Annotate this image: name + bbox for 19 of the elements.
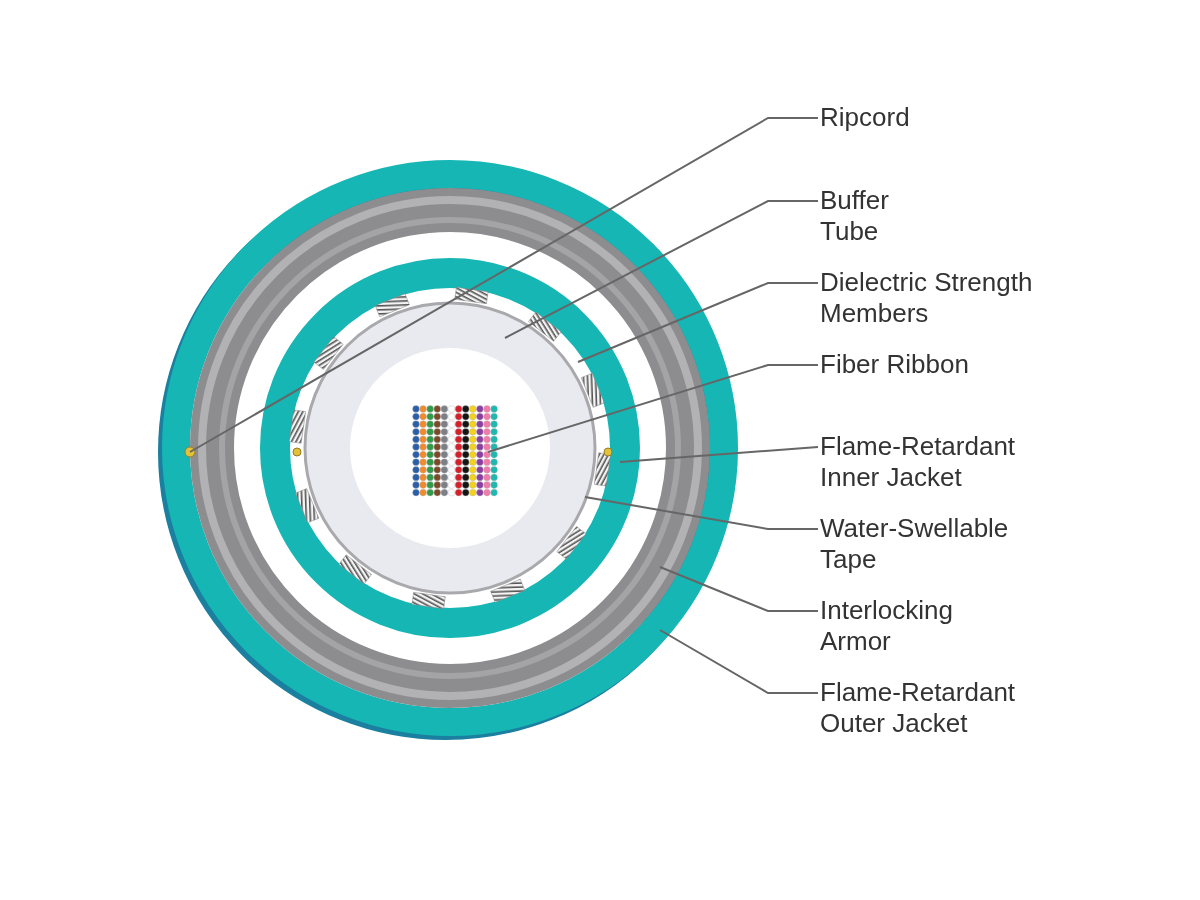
leader-line (584, 496, 819, 530)
part-label: Ripcord (820, 102, 1020, 133)
part-label: Flame-Retardant Outer Jacket (820, 677, 1060, 739)
inner-jacket-ring (260, 258, 640, 638)
armor-ring (190, 188, 710, 708)
leader-line (577, 282, 819, 363)
leader-line (487, 364, 819, 453)
leader-line (189, 117, 819, 453)
part-label: Dielectric Strength Members (820, 267, 1082, 329)
leader-line (659, 629, 819, 694)
part-label: Buffer Tube (820, 185, 930, 247)
part-label: Interlocking Armor (820, 595, 990, 657)
part-label: Water-Swellable Tape (820, 513, 1060, 575)
leader-line (659, 566, 819, 612)
leader-line (619, 446, 819, 463)
part-label: Fiber Ribbon (820, 349, 1060, 380)
outer-jacket-ring (158, 160, 738, 740)
leader-line (504, 200, 819, 339)
part-label: Flame-Retardant Inner Jacket (820, 431, 1060, 493)
